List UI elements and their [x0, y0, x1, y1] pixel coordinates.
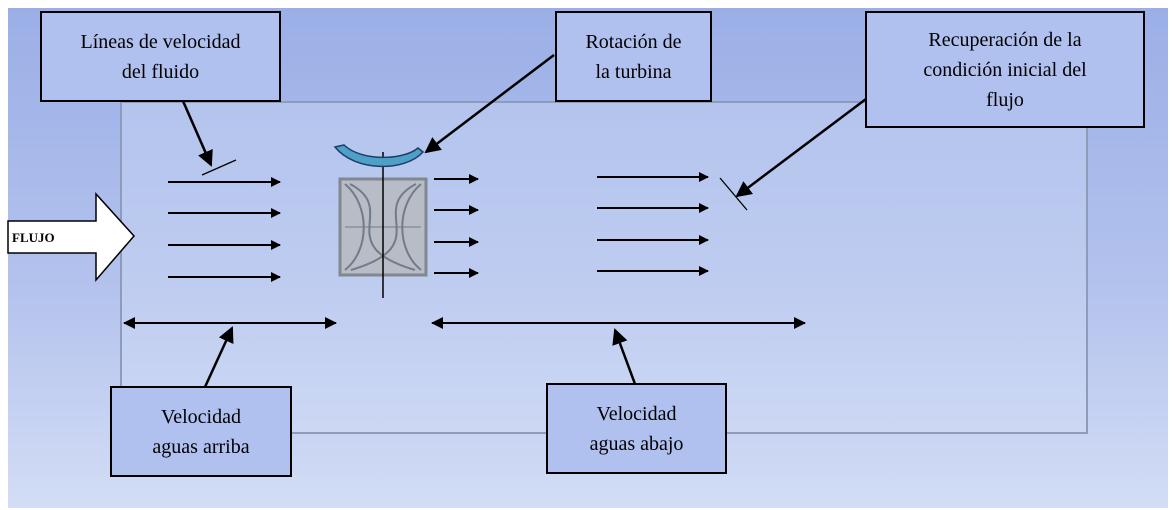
pointer-recovery — [735, 98, 867, 198]
callout-velocity-lines-text: Líneas de velocidad del fluido — [80, 30, 241, 83]
turbine — [338, 152, 428, 298]
rotation-arrow — [333, 144, 425, 168]
upstream-velocity-lines — [168, 177, 281, 282]
callout-recovery: Recuperación de la condición inicial del… — [865, 11, 1145, 128]
callout-recovery-text: Recuperación de la condición inicial del… — [923, 28, 1087, 111]
flow-label: FLUJO — [12, 230, 55, 245]
turbine-exit-lines — [434, 174, 479, 278]
callout-downstream-text: Velocidad aguas abajo — [589, 402, 684, 455]
callout-upstream-text: Velocidad aguas arriba — [152, 405, 250, 458]
callout-turbine-rotation-text: Rotación de la turbina — [585, 30, 682, 83]
pointer-upstream — [203, 326, 234, 388]
callout-downstream: Velocidad aguas abajo — [546, 383, 727, 474]
downstream-velocity-lines — [597, 172, 709, 276]
flow-inlet-arrow — [7, 192, 136, 283]
recovery-tick-mark — [719, 177, 748, 211]
pointer-turbine-rotation — [424, 54, 555, 154]
upstream-tick-mark — [201, 159, 237, 176]
callout-turbine-rotation: Rotación de la turbina — [555, 11, 712, 102]
pointer-velocity-lines — [181, 100, 213, 167]
flow-channel — [120, 101, 1088, 434]
callout-velocity-lines: Líneas de velocidad del fluido — [40, 11, 281, 102]
callout-upstream: Velocidad aguas arriba — [110, 386, 292, 477]
pointer-downstream — [612, 328, 637, 385]
